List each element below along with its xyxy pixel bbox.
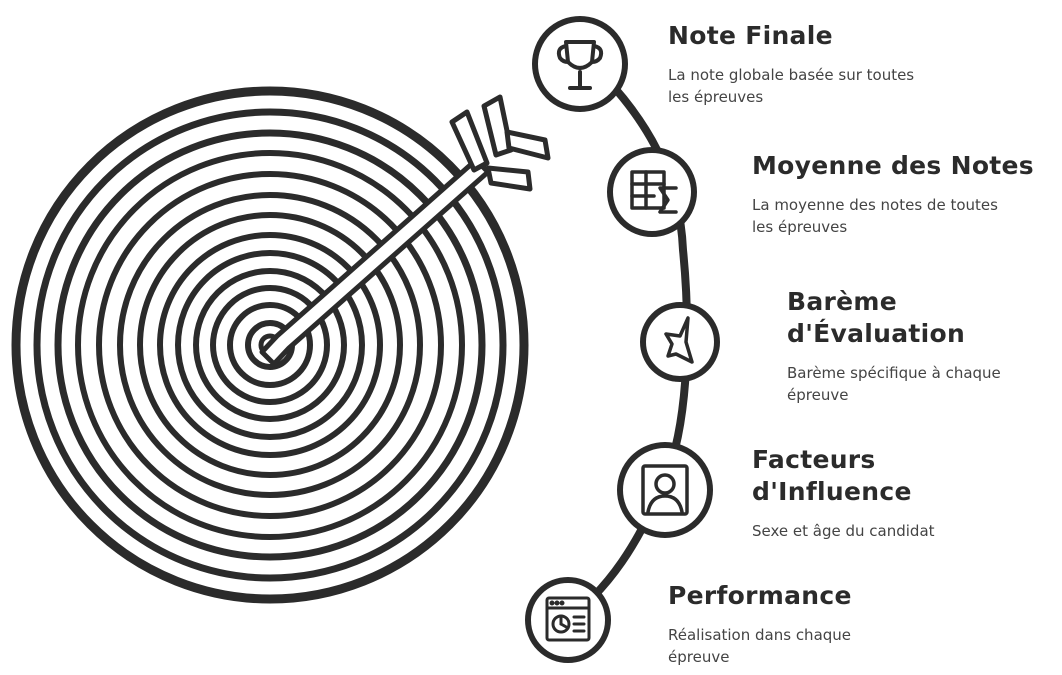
item-description: La note globale basée sur toutes les épr… <box>668 66 915 106</box>
target-ring-2 <box>33 108 507 582</box>
item-description: La moyenne des notes de toutes les épreu… <box>752 196 998 236</box>
target-ring-5 <box>96 171 444 519</box>
trophy-icon <box>556 40 604 90</box>
target-ring-8 <box>157 232 383 458</box>
target-ring-9 <box>175 250 365 440</box>
label-performance: Performance Réalisation dans chaque épre… <box>668 580 998 668</box>
label-moyenne: Moyenne des Notes La moyenne des notes d… <box>752 150 1052 238</box>
item-description: Sexe et âge du candidat <box>752 522 935 540</box>
target-ring-1 <box>11 86 529 604</box>
item-description: Réalisation dans chaque épreuve <box>668 626 852 666</box>
item-title: Barème d'Évaluation <box>787 287 966 348</box>
item-title: Moyenne des Notes <box>752 151 1034 180</box>
scale-icon <box>664 316 694 364</box>
item-title: Note Finale <box>668 21 833 50</box>
node-performance <box>525 577 611 663</box>
item-description: Barème spécifique à chaque épreuve <box>787 364 1001 404</box>
target-ring-6 <box>117 192 423 498</box>
target-ring-4 <box>75 150 465 540</box>
target-ring-12 <box>227 302 313 388</box>
arrow-shaft <box>259 157 491 367</box>
label-bareme: Barème d'Évaluation Barème spécifique à … <box>787 286 1052 406</box>
arrow-fletching <box>449 94 551 192</box>
item-title: Performance <box>668 581 852 610</box>
node-bareme <box>640 302 720 382</box>
label-note-finale: Note Finale La note globale basée sur to… <box>668 20 1028 108</box>
node-moyenne <box>607 147 697 237</box>
target-ring-11 <box>210 285 330 405</box>
arrow <box>259 94 551 367</box>
target-ring-10 <box>193 268 347 422</box>
target-ring-7 <box>137 212 403 478</box>
node-facteurs <box>617 442 713 538</box>
dashboard-icon <box>545 596 591 642</box>
table-sum-icon <box>630 170 678 214</box>
target-ring-3 <box>54 129 486 561</box>
label-facteurs: Facteurs d'Influence Sexe et âge du cand… <box>752 444 1052 542</box>
target <box>11 86 529 604</box>
item-title: Facteurs d'Influence <box>752 445 912 506</box>
person-icon <box>641 464 689 516</box>
node-note-finale <box>532 16 628 112</box>
